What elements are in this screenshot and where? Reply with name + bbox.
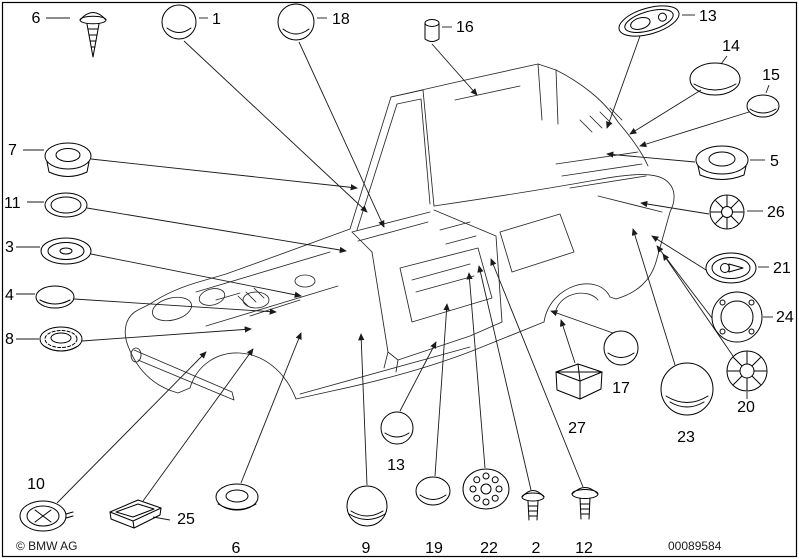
leader-line-27	[559, 319, 576, 364]
leader-line-20	[662, 253, 734, 357]
part-dome-plug-9	[346, 485, 388, 527]
part-disc-plug-15	[746, 94, 780, 118]
part-oval-plate-13-top	[618, 5, 680, 37]
leader-lines	[56, 35, 750, 504]
leader-line-3	[90, 253, 302, 298]
callout-label-4[interactable]: 4	[5, 287, 14, 304]
leader-line-18	[298, 41, 385, 228]
callout-label-16[interactable]: 16	[456, 19, 474, 36]
part-oval-plug-10	[19, 500, 74, 532]
callout-label-24[interactable]: 24	[776, 309, 794, 326]
leader-line-2	[477, 265, 532, 491]
part-dome-plug-23	[660, 362, 714, 416]
part-clip-plug-2	[521, 490, 545, 521]
callout-label-10[interactable]: 10	[27, 476, 45, 493]
leader-line-13-bottom	[399, 341, 437, 412]
part-flanged-grommet-8	[39, 326, 83, 352]
leader-line-8	[81, 326, 252, 342]
part-grommet-7	[44, 142, 92, 177]
leader-line-25	[142, 348, 254, 502]
part-illustrations	[19, 3, 780, 532]
callout-label-19[interactable]: 19	[425, 540, 443, 557]
part-dome-plug-17	[603, 330, 639, 366]
callout-label-12[interactable]: 12	[575, 540, 593, 557]
leader-line-19	[434, 303, 450, 477]
callout-label-14[interactable]: 14	[722, 38, 740, 55]
part-cross-plug-20	[726, 350, 768, 392]
callout-label-8[interactable]: 8	[5, 331, 14, 348]
leader-line-14	[629, 89, 702, 135]
callout-label-27[interactable]: 27	[568, 420, 586, 437]
leader-line-4	[73, 298, 277, 315]
callout-label-26[interactable]: 26	[767, 204, 785, 221]
callout-label-15[interactable]: 15	[762, 67, 780, 84]
part-disc-plug-14	[689, 62, 741, 96]
leader-line-26	[640, 200, 710, 215]
callout-label-9[interactable]: 9	[362, 540, 371, 557]
part-dome-plug-18	[277, 3, 315, 41]
connector-15	[765, 84, 770, 94]
part-disc-plug-4	[35, 285, 75, 309]
leader-line-9	[358, 333, 368, 486]
callout-label-1[interactable]: 1	[212, 11, 221, 28]
part-disc-plug-11	[44, 192, 88, 218]
callout-label-5[interactable]: 5	[770, 153, 779, 170]
part-disc-plug-3	[40, 237, 92, 265]
doc-number-text: 00089584	[668, 539, 722, 553]
leader-line-22	[466, 272, 486, 469]
part-grommet-5	[695, 145, 749, 180]
leader-line-16	[431, 43, 478, 96]
part-disc-plug-19	[415, 476, 451, 506]
leader-line-23	[631, 228, 676, 366]
callout-label-11[interactable]: 11	[4, 195, 21, 212]
callout-label-17[interactable]: 17	[612, 380, 630, 397]
callout-connectors	[16, 14, 773, 521]
leader-line-7	[90, 158, 358, 191]
callout-label-13-top[interactable]: 13	[699, 8, 717, 25]
leader-line-12	[490, 258, 584, 488]
part-cylinder-plug-16	[424, 19, 440, 42]
callout-label-22[interactable]: 22	[480, 540, 498, 557]
leader-line-6-bottom	[240, 332, 302, 484]
callout-label-18[interactable]: 18	[332, 11, 350, 28]
callout-label-2[interactable]: 2	[532, 540, 541, 557]
callout-label-21[interactable]: 21	[773, 260, 791, 277]
part-cross-plug-26	[709, 194, 745, 230]
callout-label-6-bottom[interactable]: 6	[232, 540, 241, 557]
car-body-illustration	[124, 63, 675, 401]
part-perforated-plate-22	[462, 468, 510, 510]
connector-14	[720, 55, 728, 65]
part-foam-pad-25	[109, 499, 162, 529]
leader-line-13-top	[606, 35, 641, 129]
leader-line-21	[651, 235, 707, 271]
callout-label-13-bottom[interactable]: 13	[387, 457, 405, 474]
callout-label-3[interactable]: 3	[5, 239, 14, 256]
callout-label-6-top[interactable]: 6	[32, 10, 41, 27]
callout-label-23[interactable]: 23	[677, 429, 695, 446]
leader-line-15	[639, 111, 750, 148]
callout-label-25[interactable]: 25	[177, 511, 195, 528]
leader-line-10	[56, 351, 207, 504]
part-expanding-rivet-6-top	[79, 12, 107, 58]
leader-line-5	[606, 151, 696, 163]
part-keyhole-plug-21	[705, 252, 757, 284]
part-ring-seal-24	[711, 291, 763, 343]
leader-line-11	[86, 207, 347, 254]
part-box-plug-27	[555, 363, 603, 400]
leader-line-17	[550, 310, 614, 334]
leader-line-1	[183, 40, 368, 213]
part-grommet-6-bottom	[215, 483, 259, 511]
part-dome-plug-1	[161, 4, 197, 40]
callout-label-20[interactable]: 20	[737, 399, 755, 416]
callout-labels: 6 1 18 16 13 14 15 5 26 21 24 20 7 11 3 …	[4, 8, 794, 557]
part-dome-plug-13-bottom	[380, 411, 414, 445]
copyright-text: © BMW AG	[16, 539, 78, 553]
part-clip-plug-12	[571, 487, 599, 520]
callout-label-7[interactable]: 7	[8, 142, 17, 159]
